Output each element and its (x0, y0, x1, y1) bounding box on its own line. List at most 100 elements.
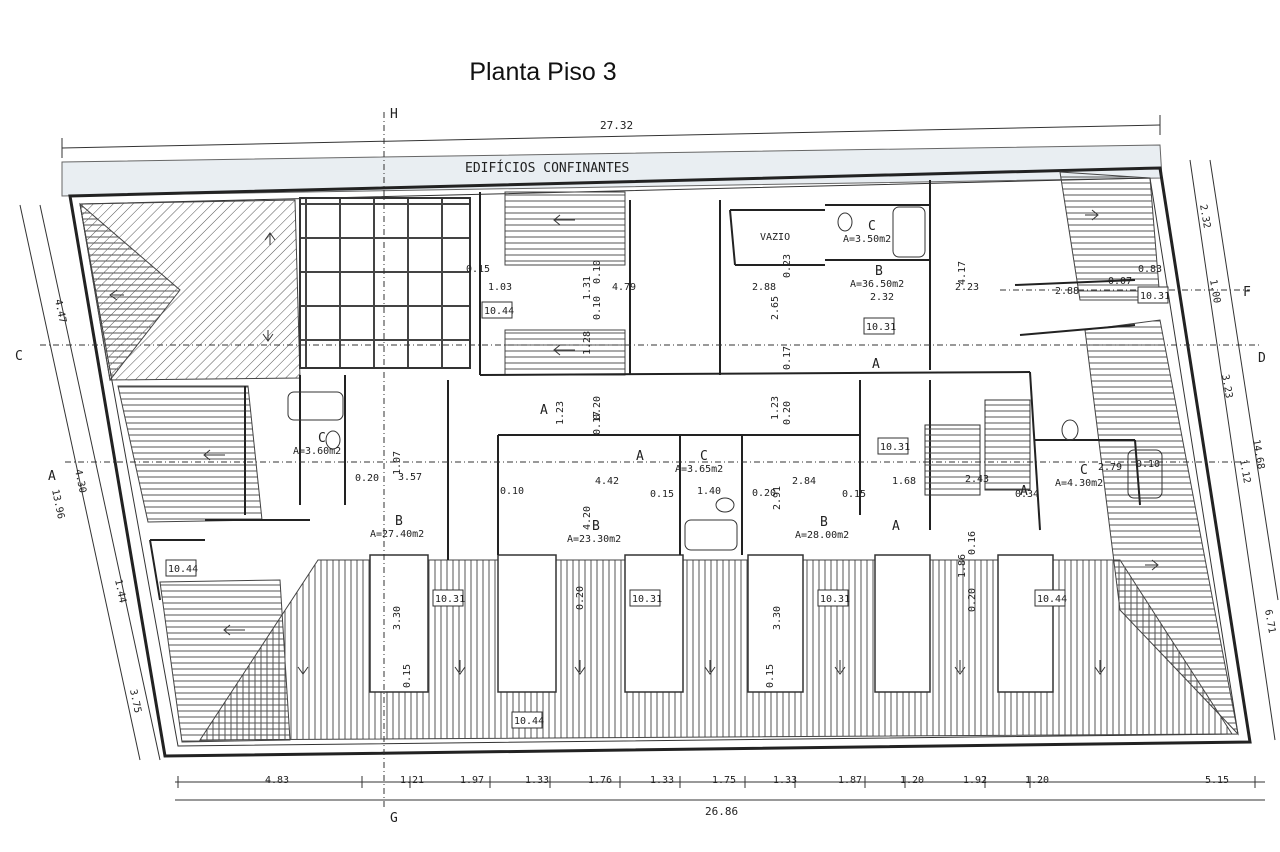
unit-type-label: B (395, 514, 403, 529)
marker-f: F (1243, 285, 1251, 300)
page-title: Planta Piso 3 (469, 58, 617, 86)
level-tag: 10.31 (435, 594, 465, 605)
inner-dimension-label: 0.17 (782, 346, 793, 370)
bottom-segment-label: 1.33 (650, 775, 674, 786)
inner-dimension-label: 0.15 (842, 489, 866, 500)
inner-dimension-label: 4.79 (612, 282, 636, 293)
inner-dimension-label: 4.20 (582, 506, 593, 530)
top-dimension: 27.32 (61, 115, 1161, 158)
inner-dimension-label: 0.34 (1015, 489, 1039, 500)
level-tag-box (432, 589, 464, 607)
building-outline (68, 166, 1252, 758)
level-tag: 10.31 (866, 322, 896, 333)
unit-area-label: A=27.40m2 (370, 529, 424, 540)
marker-c: C (15, 349, 23, 364)
unit-type-label: C (868, 219, 876, 234)
inner-dimension-label: 2.65 (770, 296, 781, 320)
level-tag-box (629, 589, 661, 607)
inner-dimension-label: 1.31 (582, 276, 593, 300)
inner-dimension-label: 1.23 (770, 396, 781, 420)
level-tag: 10.44 (168, 564, 198, 575)
inner-dimension-label: 0.15 (402, 664, 413, 688)
unit-area-label: A=3.65m2 (675, 464, 723, 475)
unit-type-label: B (820, 515, 828, 530)
right-dimension-label: 14.68 (1250, 439, 1266, 471)
inner-dimension-label: 2.88 (1055, 286, 1079, 297)
inner-dimension-label: 0.15 (466, 264, 490, 275)
inner-dimension-label: 0.10 (592, 296, 603, 320)
vazio-label: VAZIO (760, 232, 790, 243)
left-dimension-label: 13.96 (49, 488, 66, 520)
level-tag: 10.31 (1140, 291, 1170, 302)
interior-walls (149, 180, 1141, 601)
unit-labels: BA=36.50m2CA=3.50m2CA=3.60m2BA=27.40m2CA… (293, 219, 1103, 545)
unit-type-label: B (592, 519, 600, 534)
inner-dimension-label: 2.91 (772, 486, 783, 510)
inner-dimension-label: 0.07 (1108, 276, 1132, 287)
inner-dimension-label: 1.40 (697, 486, 721, 497)
section-lines: H G C D A F (15, 107, 1266, 826)
roof-slopes (79, 171, 1239, 743)
inner-dimension-label: 0.16 (967, 531, 978, 555)
bottom-segment-label: 1.21 (400, 775, 424, 786)
inner-dimension-label: 0.15 (765, 664, 776, 688)
inner-dimension-label: 2.79 (1098, 462, 1122, 473)
door-mark: A (892, 519, 900, 534)
level-tag-box (863, 317, 895, 335)
inner-dimension-label: 0.20 (575, 586, 586, 610)
inner-dimension-label: 0.15 (650, 489, 674, 500)
level-tag: 10.31 (632, 594, 662, 605)
inner-dimension-label: 4.17 (957, 261, 968, 285)
marker-h: H (390, 107, 398, 122)
right-dimension-label: 1.12 (1237, 459, 1252, 485)
level-tag: 10.44 (514, 716, 544, 727)
inner-dimension-label: 2.84 (792, 476, 816, 487)
inner-dimension-label: 3.57 (398, 472, 422, 483)
unit-type-label: C (318, 431, 326, 446)
inner-dimension-label: 1.68 (892, 476, 916, 487)
level-tag-box (511, 711, 543, 729)
right-dimension-label: 2.32 (1197, 204, 1212, 230)
unit-area-label: A=28.00m2 (795, 530, 849, 541)
bottom-segment-label: 1.76 (588, 775, 612, 786)
inner-dimension-label: 2.88 (752, 282, 776, 293)
unit-area-label: A=3.60m2 (293, 446, 341, 457)
bottom-segment-label: 1.33 (773, 775, 797, 786)
level-tag-box (877, 437, 909, 455)
left-dimension-label: 3.75 (127, 688, 143, 714)
skylight (299, 197, 471, 369)
inner-dimension-label: 1.07 (392, 451, 403, 475)
inner-dimension-label: 1.03 (488, 282, 512, 293)
level-tag-box (165, 559, 197, 577)
bottom-total-label: 26.86 (705, 805, 738, 818)
door-mark: A (1020, 484, 1028, 499)
bottom-segment-label: 1.20 (1025, 775, 1049, 786)
inner-dimension-label: 0.23 (782, 254, 793, 278)
unit-area-label: A=3.50m2 (843, 234, 891, 245)
level-tag: 10.44 (484, 306, 514, 317)
inner-dimension-label: 2.23 (955, 282, 979, 293)
bottom-segment-label: 1.75 (712, 775, 736, 786)
inner-dimension-label: 0.20 (752, 488, 776, 499)
inner-dimension-label: 0.83 (1138, 264, 1162, 275)
right-dimension-label: 1.00 (1207, 279, 1222, 305)
level-tag-box (1137, 286, 1169, 304)
bottom-segment-label: 5.15 (1205, 775, 1229, 786)
inner-dimension-label: 1.86 (957, 554, 968, 578)
level-tag-box (1034, 589, 1066, 607)
inner-dimension-label: 4.42 (595, 476, 619, 487)
bottom-segment-label: 1.87 (838, 775, 862, 786)
slope-arrows (109, 209, 1159, 675)
marker-g: G (390, 811, 398, 826)
inner-dimension-label: 0.17 (592, 411, 603, 435)
level-tag-box (817, 589, 849, 607)
inner-dimension-label: 0.20 (355, 473, 379, 484)
door-mark: A (540, 403, 548, 418)
inner-dimension-label: 0.10 (500, 486, 524, 497)
inner-dimension-label: 0.10 (1136, 459, 1160, 470)
